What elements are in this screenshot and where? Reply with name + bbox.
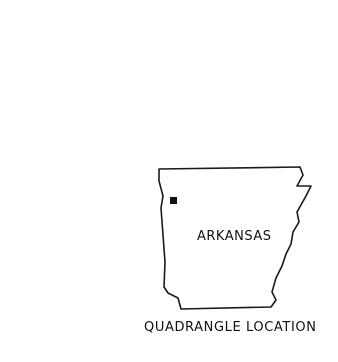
state-label: ARKANSAS: [197, 229, 271, 244]
map-caption: QUADRANGLE LOCATION: [144, 320, 317, 335]
quadrangle-location-marker: [170, 197, 177, 204]
arkansas-state-outline: [158, 166, 312, 310]
